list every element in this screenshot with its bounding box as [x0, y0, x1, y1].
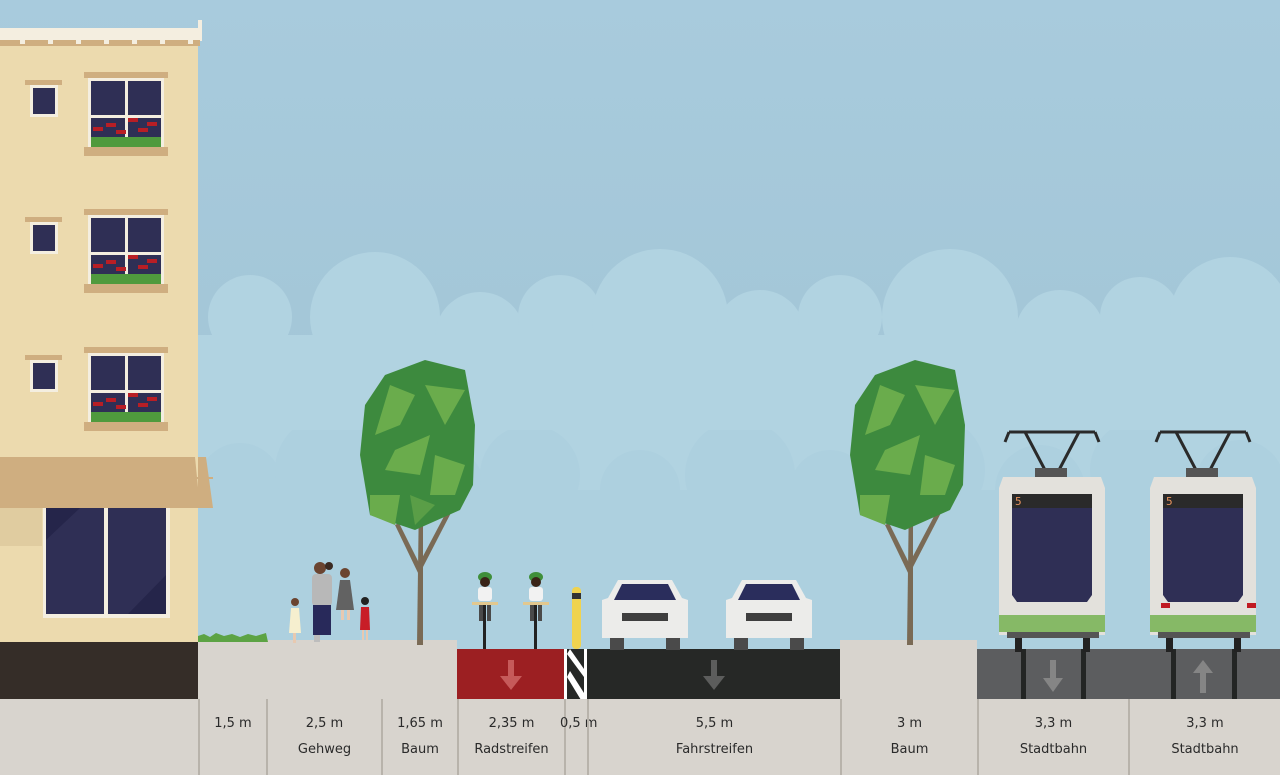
grass-strip — [198, 633, 268, 642]
segment-tram-1[interactable]: 3,3 m Stadtbahn — [977, 699, 1128, 775]
building-base — [0, 642, 198, 699]
tree-2 — [850, 360, 965, 645]
segment-name: Gehweg — [297, 742, 352, 757]
segment-width: 1,65 m — [397, 716, 443, 731]
segment-tram-2[interactable]: 3,3 m Stadtbahn — [1128, 699, 1280, 775]
segment-width: 1,5 m — [214, 716, 252, 731]
segment-name: Radstreifen — [474, 742, 549, 757]
segment-width: 3,3 m — [1186, 716, 1224, 731]
divider-hatching — [564, 649, 587, 700]
segment-divider[interactable]: 0,5 m — [560, 699, 597, 775]
tram-track-surface — [977, 649, 1280, 700]
segment-width: 3,3 m — [1034, 716, 1073, 731]
segment-name: Baum — [890, 742, 929, 757]
cyclists — [472, 572, 549, 649]
segment-width: 5,5 m — [695, 716, 734, 731]
bollard — [572, 587, 581, 649]
tree-1 — [360, 360, 475, 645]
tram-2-direction-up-arrow-icon — [1193, 660, 1213, 673]
segment-building[interactable] — [0, 699, 198, 775]
tram-route-number: 5 — [1015, 495, 1022, 508]
segment-tree-1[interactable]: 1,65 m Baum — [381, 699, 457, 775]
cars — [602, 580, 812, 650]
segment-name: Stadtbahn — [1019, 742, 1088, 757]
segment-labels: 1,5 m 2,5 m Gehweg 1,65 m Baum 2,35 m Ra… — [0, 699, 1280, 775]
pedestrians — [289, 562, 370, 643]
segment-name: Stadtbahn — [1171, 742, 1239, 757]
segment-width: 3 m — [896, 716, 923, 731]
segment-width: 2,35 m — [488, 716, 535, 731]
segment-name: Baum — [401, 742, 439, 757]
segment-sidewalk[interactable]: 2,5 m Gehweg — [266, 699, 381, 775]
sidewalk-surface — [198, 640, 457, 700]
tram-rails — [1021, 649, 1237, 700]
building — [0, 20, 213, 700]
building-facade — [0, 20, 213, 642]
drive-lane-direction-down-arrow-icon — [703, 660, 725, 690]
tree-2-surface — [840, 640, 977, 700]
segment-tree-2[interactable]: 3 m Baum — [840, 699, 977, 775]
segment-bike-lane[interactable]: 2,35 m Radstreifen — [457, 699, 564, 775]
segment-name: Fahrstreifen — [675, 742, 754, 757]
segment-width: 2,5 m — [305, 716, 344, 731]
segment-sidewalk-buffer[interactable]: 1,5 m — [198, 699, 266, 775]
divider-surface — [564, 649, 587, 700]
tram-1-direction-down-arrow-icon — [1043, 678, 1063, 692]
segment-drive-lane[interactable]: 5,5 m Fahrstreifen — [587, 699, 840, 775]
bike-lane-direction-down-arrow-icon — [500, 660, 522, 690]
trams: 5 — [999, 430, 1258, 652]
